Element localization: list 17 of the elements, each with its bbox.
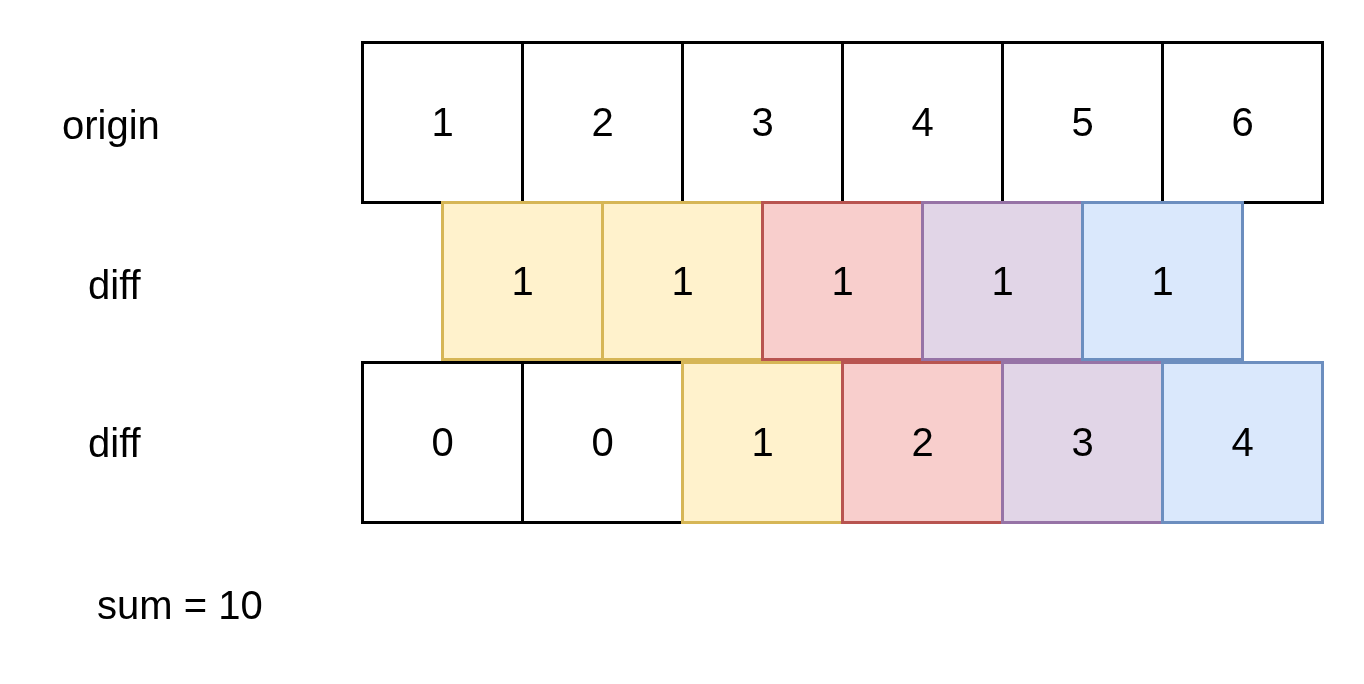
array-cell: 6 — [1161, 41, 1324, 204]
row-label: diff — [88, 420, 141, 467]
array-cell: 3 — [1001, 361, 1164, 524]
array-cell: 1 — [761, 201, 924, 361]
row-label: origin — [62, 102, 160, 149]
array-cell: 2 — [841, 361, 1004, 524]
array-cell: 4 — [1161, 361, 1324, 524]
array-cell: 1 — [361, 41, 524, 204]
array-cell: 0 — [521, 361, 684, 524]
array-cell: 1 — [921, 201, 1084, 361]
array-cell: 1 — [1081, 201, 1244, 361]
sum-note: sum = 10 — [97, 582, 263, 629]
array-cell: 1 — [441, 201, 604, 361]
array-cell: 0 — [361, 361, 524, 524]
array-cell: 1 — [601, 201, 764, 361]
row-label: diff — [88, 262, 141, 309]
array-cell: 1 — [681, 361, 844, 524]
